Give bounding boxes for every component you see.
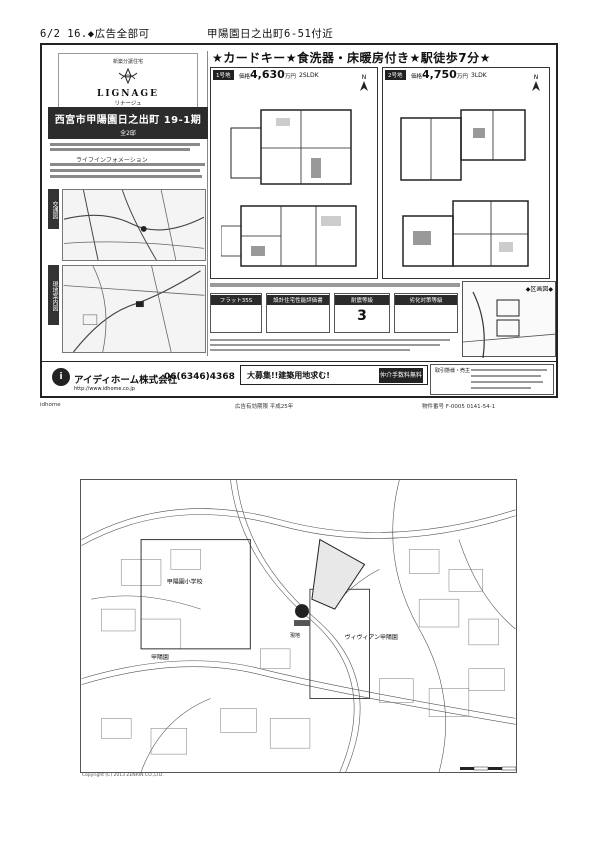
brand-subtitle: 新築分譲住宅 xyxy=(112,59,143,65)
deterioration-box: 劣化対策等級 xyxy=(394,293,458,333)
fine-print-line xyxy=(210,283,460,287)
plan-1-upper-floor xyxy=(230,109,352,185)
property-flyer: 新築分譲住宅 LIGNAGE リナージュ 西宮市甲陽園日之出町 19-1期 全2… xyxy=(40,43,558,398)
deterioration-label: 劣化対策等級 xyxy=(395,295,457,305)
map-label-school1: 甲陽園小学校 xyxy=(167,577,203,585)
svg-text:N: N xyxy=(362,74,367,81)
map-label-school2: ヴィヴィアン甲陽園 xyxy=(345,633,398,641)
agent-title: 取引態様・売主 xyxy=(435,368,471,374)
plan-tag: 1号地 xyxy=(213,70,234,80)
flyer-footer: idhome 広告有効期限 平成25年 物件番号 F-0005 0141-54-… xyxy=(40,402,558,412)
property-address: 西宮市甲陽園日之出町 19-1期 xyxy=(54,115,202,126)
life-info-title: ライフインフォメーション xyxy=(76,157,148,164)
plan-price: 価格4,630万円 xyxy=(239,68,296,81)
site-marker-icon xyxy=(295,604,309,619)
price-label: 価格 xyxy=(239,74,251,80)
price-label: 価格 xyxy=(411,74,423,80)
footer-validity: 広告有効期限 平成25年 xyxy=(235,404,294,410)
svg-text:N: N xyxy=(534,74,539,81)
brand-name: LIGNAGE xyxy=(97,89,159,99)
info-fine-print xyxy=(210,339,450,351)
north-arrow-icon: N xyxy=(532,74,540,91)
fine-print-line xyxy=(50,175,202,178)
access-map-tab: 交通図 xyxy=(48,189,59,229)
recruit-banner: 大募集!!建築用地求む! 仲介手数料無料 xyxy=(240,365,428,385)
brand-kana: リナージュ xyxy=(114,101,142,107)
access-map xyxy=(62,189,206,261)
price-value: 4,630 xyxy=(250,68,285,81)
headline: ★カードキー★食洗器・床暖房付き★駅徒歩7分★ xyxy=(212,51,491,65)
plan-1-lower-floor xyxy=(221,205,357,267)
fine-print-line xyxy=(471,381,543,383)
map-label-area: 甲陽園 xyxy=(151,653,169,661)
company-url: http://www.idhome.co.jp xyxy=(74,386,135,392)
plan-tag: 2号地 xyxy=(385,70,406,80)
performance-label: 設計住宅性能評価書 xyxy=(267,295,329,305)
plan-layout-type: 3LDK xyxy=(471,72,487,79)
header-address-text: 甲陽園日之出町6-51付近 xyxy=(207,28,334,40)
banner-badge: 仲介手数料無料 xyxy=(379,368,423,383)
price-unit: 万円 xyxy=(456,74,468,80)
flyer-left-column: 新築分譲住宅 LIGNAGE リナージュ 西宮市甲陽園日之出町 19-1期 全2… xyxy=(48,51,208,356)
company-bar: i アイディホーム株式会社 06(6346)4368 http://www.id… xyxy=(42,361,556,396)
header-left-text: 6/2 16.◆広告全部可 xyxy=(40,28,150,40)
company-phone: 06(6346)4368 xyxy=(164,372,235,382)
property-address-bar: 西宮市甲陽園日之出町 19-1期 全2邸 xyxy=(48,107,208,139)
seismic-grade-value: 3 xyxy=(357,308,367,324)
plan-2-upper-floor xyxy=(400,109,526,181)
plan-2-lower-floor xyxy=(402,200,529,267)
floor-plan-1: 1号地 価格4,630万円 2SLDK N xyxy=(210,67,378,279)
brand-logo-box: 新築分譲住宅 LIGNAGE リナージュ xyxy=(58,53,198,111)
floor-plan-2: 2号地 価格4,750万円 3LDK N xyxy=(382,67,550,279)
plan-layout-type: 2SLDK xyxy=(299,72,319,79)
site-plan-title: ◆区画図◆ xyxy=(525,286,553,293)
performance-box: 設計住宅性能評価書 xyxy=(266,293,330,333)
fine-print-line xyxy=(471,387,531,389)
seismic-grade-label: 耐震等級 xyxy=(335,295,389,305)
price-value: 4,750 xyxy=(422,68,457,81)
map-label-site: 現地 xyxy=(290,632,300,639)
fine-print-line xyxy=(50,148,190,151)
brand-emblem-icon xyxy=(118,67,138,85)
property-unit-count: 全2邸 xyxy=(120,130,136,137)
map-copyright: Copyright (C) 2013 ZENRIN CO.,LTD. xyxy=(82,773,164,778)
seismic-grade-box: 耐震等級 3 xyxy=(334,293,390,333)
fine-print-line xyxy=(50,163,205,166)
local-guide-map xyxy=(62,265,206,353)
footer-brand: idhome xyxy=(40,402,61,408)
north-arrow-icon: N xyxy=(360,74,368,91)
agent-info-box: 取引態様・売主 xyxy=(430,364,554,395)
city-map: 甲陽園小学校 ヴィヴィアン甲陽園 甲陽園 現地 xyxy=(80,479,517,773)
fine-print-line xyxy=(471,375,541,377)
map-scale-bar xyxy=(460,766,516,771)
flat35s-label: フラット35S xyxy=(211,295,261,305)
site-plan-drawing xyxy=(463,291,556,358)
price-unit: 万円 xyxy=(284,74,296,80)
site-plan-map: ◆区画図◆ xyxy=(462,281,556,358)
local-map-tab: 現地案内図 xyxy=(48,265,59,325)
flat35s-box: フラット35S xyxy=(210,293,262,333)
plan-price: 価格4,750万円 xyxy=(411,68,468,81)
fine-print-line xyxy=(50,169,200,172)
company-logo-icon: i xyxy=(52,368,70,386)
banner-text: 大募集!!建築用地求む! xyxy=(247,371,330,380)
footer-property-number: 物件番号 F-0005 0141-54-1 xyxy=(422,404,496,410)
fine-print-line xyxy=(50,143,200,146)
company-name: アイディホーム株式会社 xyxy=(74,375,178,386)
property-info-row: フラット35S 設計住宅性能評価書 耐震等級 3 劣化対策等級 xyxy=(210,283,460,357)
fine-print-line xyxy=(471,369,547,371)
